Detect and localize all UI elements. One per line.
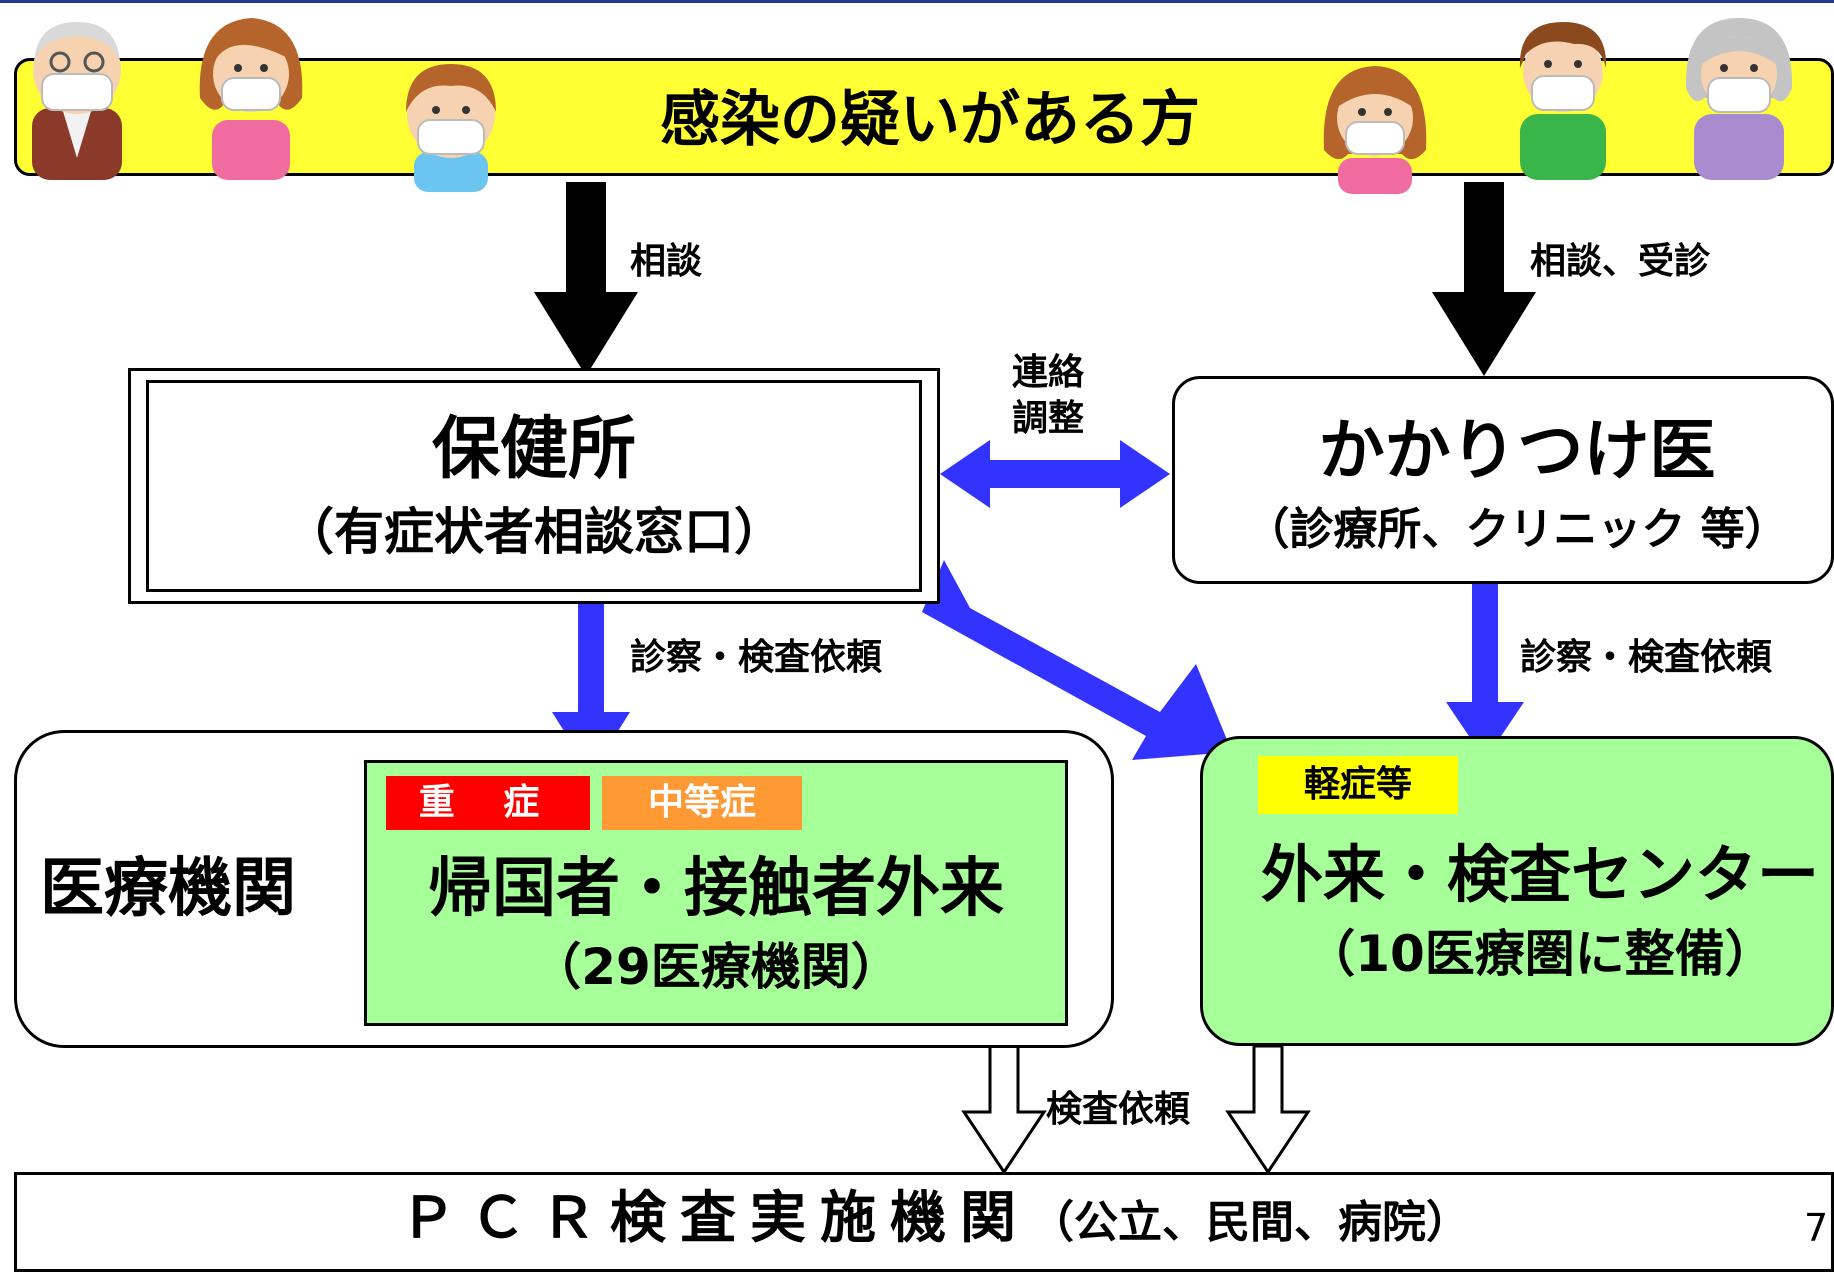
man-icon	[1519, 22, 1607, 180]
returnee-contact-outpatient-subtitle: （29医療機関）	[531, 938, 901, 996]
pcr-institutions-title: ＰＣＲ検査実施機関（公立、民間、病院）	[400, 1184, 1470, 1258]
outpatient-test-center-subtitle: （10医療圏に整備）	[1305, 925, 1775, 983]
elderly-man-icon	[32, 22, 122, 180]
page-number: 7	[1804, 1206, 1829, 1250]
outpatient-test-center-title: 外来・検査センター	[1260, 838, 1819, 911]
family-doctor-box	[1172, 376, 1834, 584]
severe-tag: 重 症	[386, 776, 590, 830]
arrow-consult-visit	[1432, 182, 1536, 376]
family-doctor-subtitle: （診療所、クリニック 等）	[1245, 504, 1789, 555]
girl-icon	[1323, 66, 1427, 194]
arrow-exam-request-right	[1446, 584, 1524, 760]
arrow-liaison	[940, 440, 1170, 508]
boy-icon	[406, 64, 496, 192]
top-rule	[0, 0, 1834, 3]
label-exam-request-right: 診察・検査依頼	[1520, 637, 1773, 678]
banner-title: 感染の疑いがある方	[660, 85, 1200, 155]
pcr-title-main: ＰＣＲ検査実施機関	[400, 1186, 1030, 1251]
label-consult-visit: 相談、受診	[1530, 241, 1711, 282]
arrow-health-center-to-test-center	[922, 560, 1232, 760]
label-exam-request-left: 診察・検査依頼	[630, 637, 883, 678]
label-consult: 相談	[630, 241, 703, 282]
woman-icon	[199, 18, 303, 180]
arrow-pcr-right	[1225, 1044, 1311, 1175]
elderly-woman-icon	[1685, 18, 1793, 180]
family-doctor-title: かかりつけ医	[1318, 412, 1716, 489]
health-center-title: 保健所	[431, 410, 636, 489]
pcr-title-sub: （公立、民間、病院）	[1030, 1197, 1470, 1248]
health-center-subtitle: （有症状者相談窓口）	[284, 503, 784, 561]
label-liaison: 連絡 調整	[1012, 352, 1085, 439]
health-center-inner-box	[146, 380, 922, 592]
returnee-contact-outpatient-title: 帰国者・接触者外来	[428, 852, 1004, 926]
label-test-request: 検査依頼	[1046, 1089, 1191, 1130]
mild-tag: 軽症等	[1258, 756, 1458, 814]
medical-institutions-label: 医療機関	[40, 852, 296, 926]
moderate-tag: 中等症	[602, 776, 802, 830]
arrow-pcr-left	[961, 1028, 1047, 1175]
arrow-consult	[534, 182, 638, 376]
